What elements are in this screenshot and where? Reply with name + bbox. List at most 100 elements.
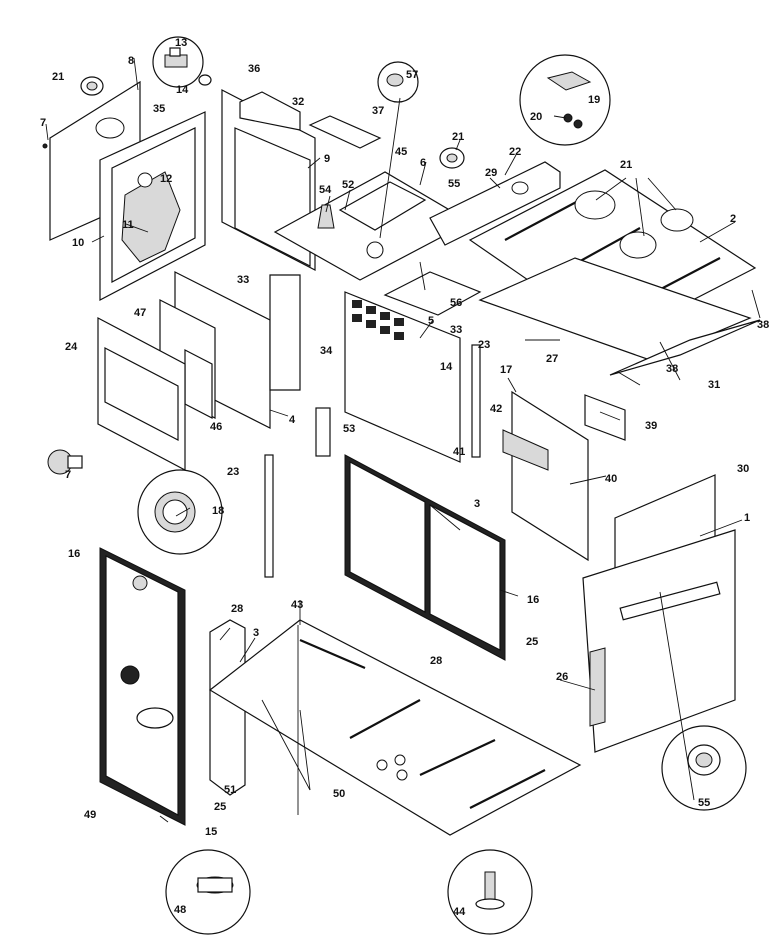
part-21-ring-centre xyxy=(439,147,465,169)
part-21-ring-top-left xyxy=(80,76,104,96)
callout-25: 25 xyxy=(214,801,226,813)
callout-3: 3 xyxy=(474,498,480,510)
callout-12: 12 xyxy=(160,173,172,185)
callout-31: 31 xyxy=(708,379,720,391)
leader-lines xyxy=(45,57,761,823)
callout-8: 8 xyxy=(128,55,134,67)
callout-35: 35 xyxy=(153,103,165,115)
callout-27: 27 xyxy=(546,353,558,365)
callout-21: 21 xyxy=(52,71,64,83)
callout-7: 7 xyxy=(65,469,71,481)
callout-15: 15 xyxy=(205,826,217,838)
zoom-detail-19-20 xyxy=(519,54,611,146)
callout-18: 18 xyxy=(212,505,224,517)
callout-16: 16 xyxy=(527,594,539,606)
part-53-block xyxy=(315,407,331,457)
callout-4: 4 xyxy=(289,414,296,426)
callout-23: 23 xyxy=(478,339,490,351)
callout-21: 21 xyxy=(452,131,464,143)
callout-6: 6 xyxy=(420,157,426,169)
callout-28: 28 xyxy=(430,655,442,667)
callout-17: 17 xyxy=(500,364,512,376)
callout-33: 33 xyxy=(450,324,462,336)
callout-55: 55 xyxy=(698,797,710,809)
part-26-panel xyxy=(589,647,606,727)
zoom-detail-7 xyxy=(47,449,83,475)
part-16-front-door xyxy=(99,547,186,826)
part-37-bar xyxy=(308,115,382,149)
part-17-panel xyxy=(511,390,589,562)
callout-54: 54 xyxy=(319,184,332,196)
callout-22: 22 xyxy=(509,146,521,158)
callout-labels: 1 2 3 3 4 5 6 7 7 8 9 10 11 12 13 14 14 … xyxy=(40,37,769,918)
callout-5: 5 xyxy=(428,315,434,327)
zoom-detail-18 xyxy=(137,469,223,555)
callout-30: 30 xyxy=(737,463,749,475)
callout-37: 37 xyxy=(372,105,384,117)
callout-19: 19 xyxy=(588,94,600,106)
callout-13: 13 xyxy=(175,37,187,49)
callout-14: 14 xyxy=(440,361,453,373)
callout-56: 56 xyxy=(450,297,462,309)
callout-14: 14 xyxy=(176,84,189,96)
callout-32: 32 xyxy=(292,96,304,108)
callout-20: 20 xyxy=(530,111,542,123)
part-32-bracket xyxy=(239,91,301,131)
callout-51: 51 xyxy=(224,784,236,796)
callout-34: 34 xyxy=(320,345,333,357)
callout-1: 1 xyxy=(744,512,750,524)
part-34-grid-panel xyxy=(344,291,461,463)
zoom-detail-55 xyxy=(661,725,747,811)
part-1-front-cover xyxy=(582,529,736,753)
callout-44: 44 xyxy=(453,906,466,918)
callout-48: 48 xyxy=(174,904,186,916)
callout-50: 50 xyxy=(333,788,345,800)
callout-55: 55 xyxy=(448,178,460,190)
part-24-front-panel xyxy=(97,317,186,471)
callout-52: 52 xyxy=(342,179,354,191)
part-31-plate xyxy=(609,319,761,376)
callout-41: 41 xyxy=(453,446,465,458)
callout-2: 2 xyxy=(730,213,736,225)
zoom-detail-44 xyxy=(447,849,533,935)
part-39-bracket xyxy=(584,394,626,441)
callout-40: 40 xyxy=(605,473,617,485)
callout-3: 3 xyxy=(253,627,259,639)
callout-36: 36 xyxy=(248,63,260,75)
callout-28: 28 xyxy=(231,603,243,615)
callout-7: 7 xyxy=(40,117,46,129)
callout-25: 25 xyxy=(526,636,538,648)
part-33-strip xyxy=(269,274,301,391)
part-10-inner-frame xyxy=(99,111,206,301)
callout-11: 11 xyxy=(122,219,134,231)
callout-39: 39 xyxy=(645,420,657,432)
callout-45: 45 xyxy=(395,146,407,158)
callout-16: 16 xyxy=(68,548,80,560)
callout-57: 57 xyxy=(406,69,418,81)
callout-49: 49 xyxy=(84,809,96,821)
callout-21: 21 xyxy=(620,159,632,171)
part-42-bracket xyxy=(502,429,549,471)
callout-43: 43 xyxy=(291,599,303,611)
callout-47: 47 xyxy=(134,307,146,319)
callout-9: 9 xyxy=(324,153,330,165)
part-23-rail-left xyxy=(264,454,274,578)
callout-24: 24 xyxy=(65,341,78,353)
zoom-detail-57 xyxy=(377,61,419,103)
callout-53: 53 xyxy=(343,423,355,435)
callout-29: 29 xyxy=(485,167,497,179)
part-23-rail-right xyxy=(471,344,481,458)
part-3-door-frame xyxy=(344,454,506,661)
zoom-detail-13-14 xyxy=(152,36,212,88)
part-22-top-bar xyxy=(429,161,561,246)
part-43-base-floor xyxy=(208,619,582,836)
callout-10: 10 xyxy=(72,237,84,249)
callout-26: 26 xyxy=(556,671,568,683)
callout-38: 38 xyxy=(757,319,769,331)
callout-42: 42 xyxy=(490,403,502,415)
callout-23: 23 xyxy=(227,466,239,478)
callout-33: 33 xyxy=(237,274,249,286)
part-27-plate xyxy=(478,257,752,361)
part-28-rail xyxy=(209,619,246,796)
